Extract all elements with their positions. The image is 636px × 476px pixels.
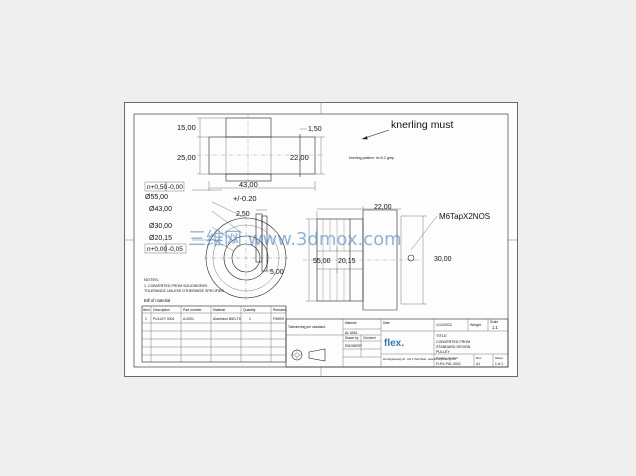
dim-d43: Ø43,00 [149, 206, 172, 213]
dim-overall-length: 43,00 [239, 180, 258, 189]
notes-line1: 1. CONVERTED FROM SOLIDWORKS [144, 284, 208, 288]
drawn-by-label: Drawn by [345, 336, 359, 340]
technical-drawing: knerling must knerling pattern: m=0.2 gn… [125, 103, 517, 376]
dim-flange-height: 15,00 [177, 123, 196, 132]
bom-row-material: Aluminium 6061-T6 [213, 317, 241, 321]
scale-label: Scale [490, 320, 498, 324]
general-tolerance: Tolerancing per standard [288, 325, 325, 329]
bom-header-item: Item [143, 308, 150, 312]
revision-value: A1 [476, 362, 480, 366]
material-label: Material [345, 321, 357, 325]
thread-callout: M6TapX2NOS [439, 212, 490, 221]
dim-right-height: 22,00 [290, 153, 309, 162]
material-value: AL 6061 [345, 331, 358, 335]
dim-length-tolerance: +/-0.20 [233, 194, 257, 203]
dim-front-right: 30,00 [434, 256, 452, 263]
projection-symbol-icon [290, 348, 326, 362]
company-address: Flex Engineering Ltd · Unit 4, Park Road… [383, 358, 456, 361]
tap-hole [407, 254, 415, 262]
drawing-number-label: Drawing number [436, 356, 458, 360]
bom-header-material: Material [213, 308, 225, 312]
sheet-value: 1 of 1 [495, 362, 503, 366]
title-line-2: STANDARD DESIGN [436, 345, 471, 349]
notes-line2: TOLERANCE UNLESS OTHERWISE SPECIFIED [144, 289, 224, 293]
tol-upper-a: n+0,50 [147, 184, 167, 191]
front-view [303, 206, 427, 311]
dim-d30: Ø30,00 [149, 223, 172, 230]
dim-d20: Ø20,15 [149, 235, 172, 242]
title-line-3: PULLEY [436, 350, 450, 354]
date-value: 1/12/2022 [436, 323, 452, 327]
title-block [285, 318, 509, 368]
scale-value: 1:1 [492, 325, 498, 330]
bom-header-part-number: Part number [183, 308, 203, 312]
drawn-by-value: ENGINEER [345, 344, 362, 348]
title-label: TITLE [436, 333, 447, 338]
bom-row-quantity: 1 [249, 317, 251, 321]
bom-row-item: 1 [145, 317, 147, 321]
tol-lower-b: -0,05 [168, 246, 183, 253]
dim-body-height: 25,00 [177, 153, 196, 162]
bom-header-quantity: Quantity [243, 308, 256, 312]
bom-row-part-number: A-0001 [183, 317, 194, 321]
top-view [197, 115, 325, 191]
bom-title: Bill of material [144, 298, 170, 303]
notes-title: NOTES: [144, 277, 159, 282]
weight-label: Weight [470, 323, 481, 327]
sheet-label: Sheet [495, 356, 503, 360]
tol-upper-b: -0,00 [168, 184, 183, 191]
drawing-number-value: FLEX-PUL-0001 [436, 362, 461, 366]
bom-header-remarks: Remarks [273, 308, 287, 312]
dim-slot-width: 2,50 [236, 211, 250, 218]
bom-header-description: Description [153, 308, 170, 312]
dim-slot-depth: 5,00 [270, 269, 284, 276]
drawing-sheet: knerling must knerling pattern: m=0.2 gn… [124, 102, 518, 377]
dim-front-width: 22,00 [374, 204, 392, 211]
bom-table [141, 305, 287, 363]
dim-d55: Ø55,00 [145, 194, 168, 201]
bom-row-remarks: FINISH [273, 317, 285, 321]
tol-lower-a: n+0,00 [147, 246, 167, 253]
dim-front-bore: 20,15 [338, 258, 356, 265]
thread-leader [410, 215, 438, 251]
bom-row-description: PULLEY 0001 [153, 317, 175, 321]
note-arrowhead [362, 136, 368, 140]
checked-label: Checked [363, 336, 376, 340]
dim-front-height: 55,00 [313, 258, 331, 265]
side-view [192, 189, 288, 302]
spec-note: knerling pattern: m=0.2 gnrp [349, 156, 394, 160]
revision-label: Rev [476, 356, 482, 360]
dim-flange-width: 1,50 [308, 126, 322, 133]
watermark: 三维网 www.3dmox.com [188, 229, 402, 250]
date-label: Date [383, 321, 390, 325]
title-line-1: CONVERTED FROM [436, 340, 470, 344]
company-logo: flex. [384, 338, 404, 349]
knurling-note: knerling must [391, 119, 454, 131]
